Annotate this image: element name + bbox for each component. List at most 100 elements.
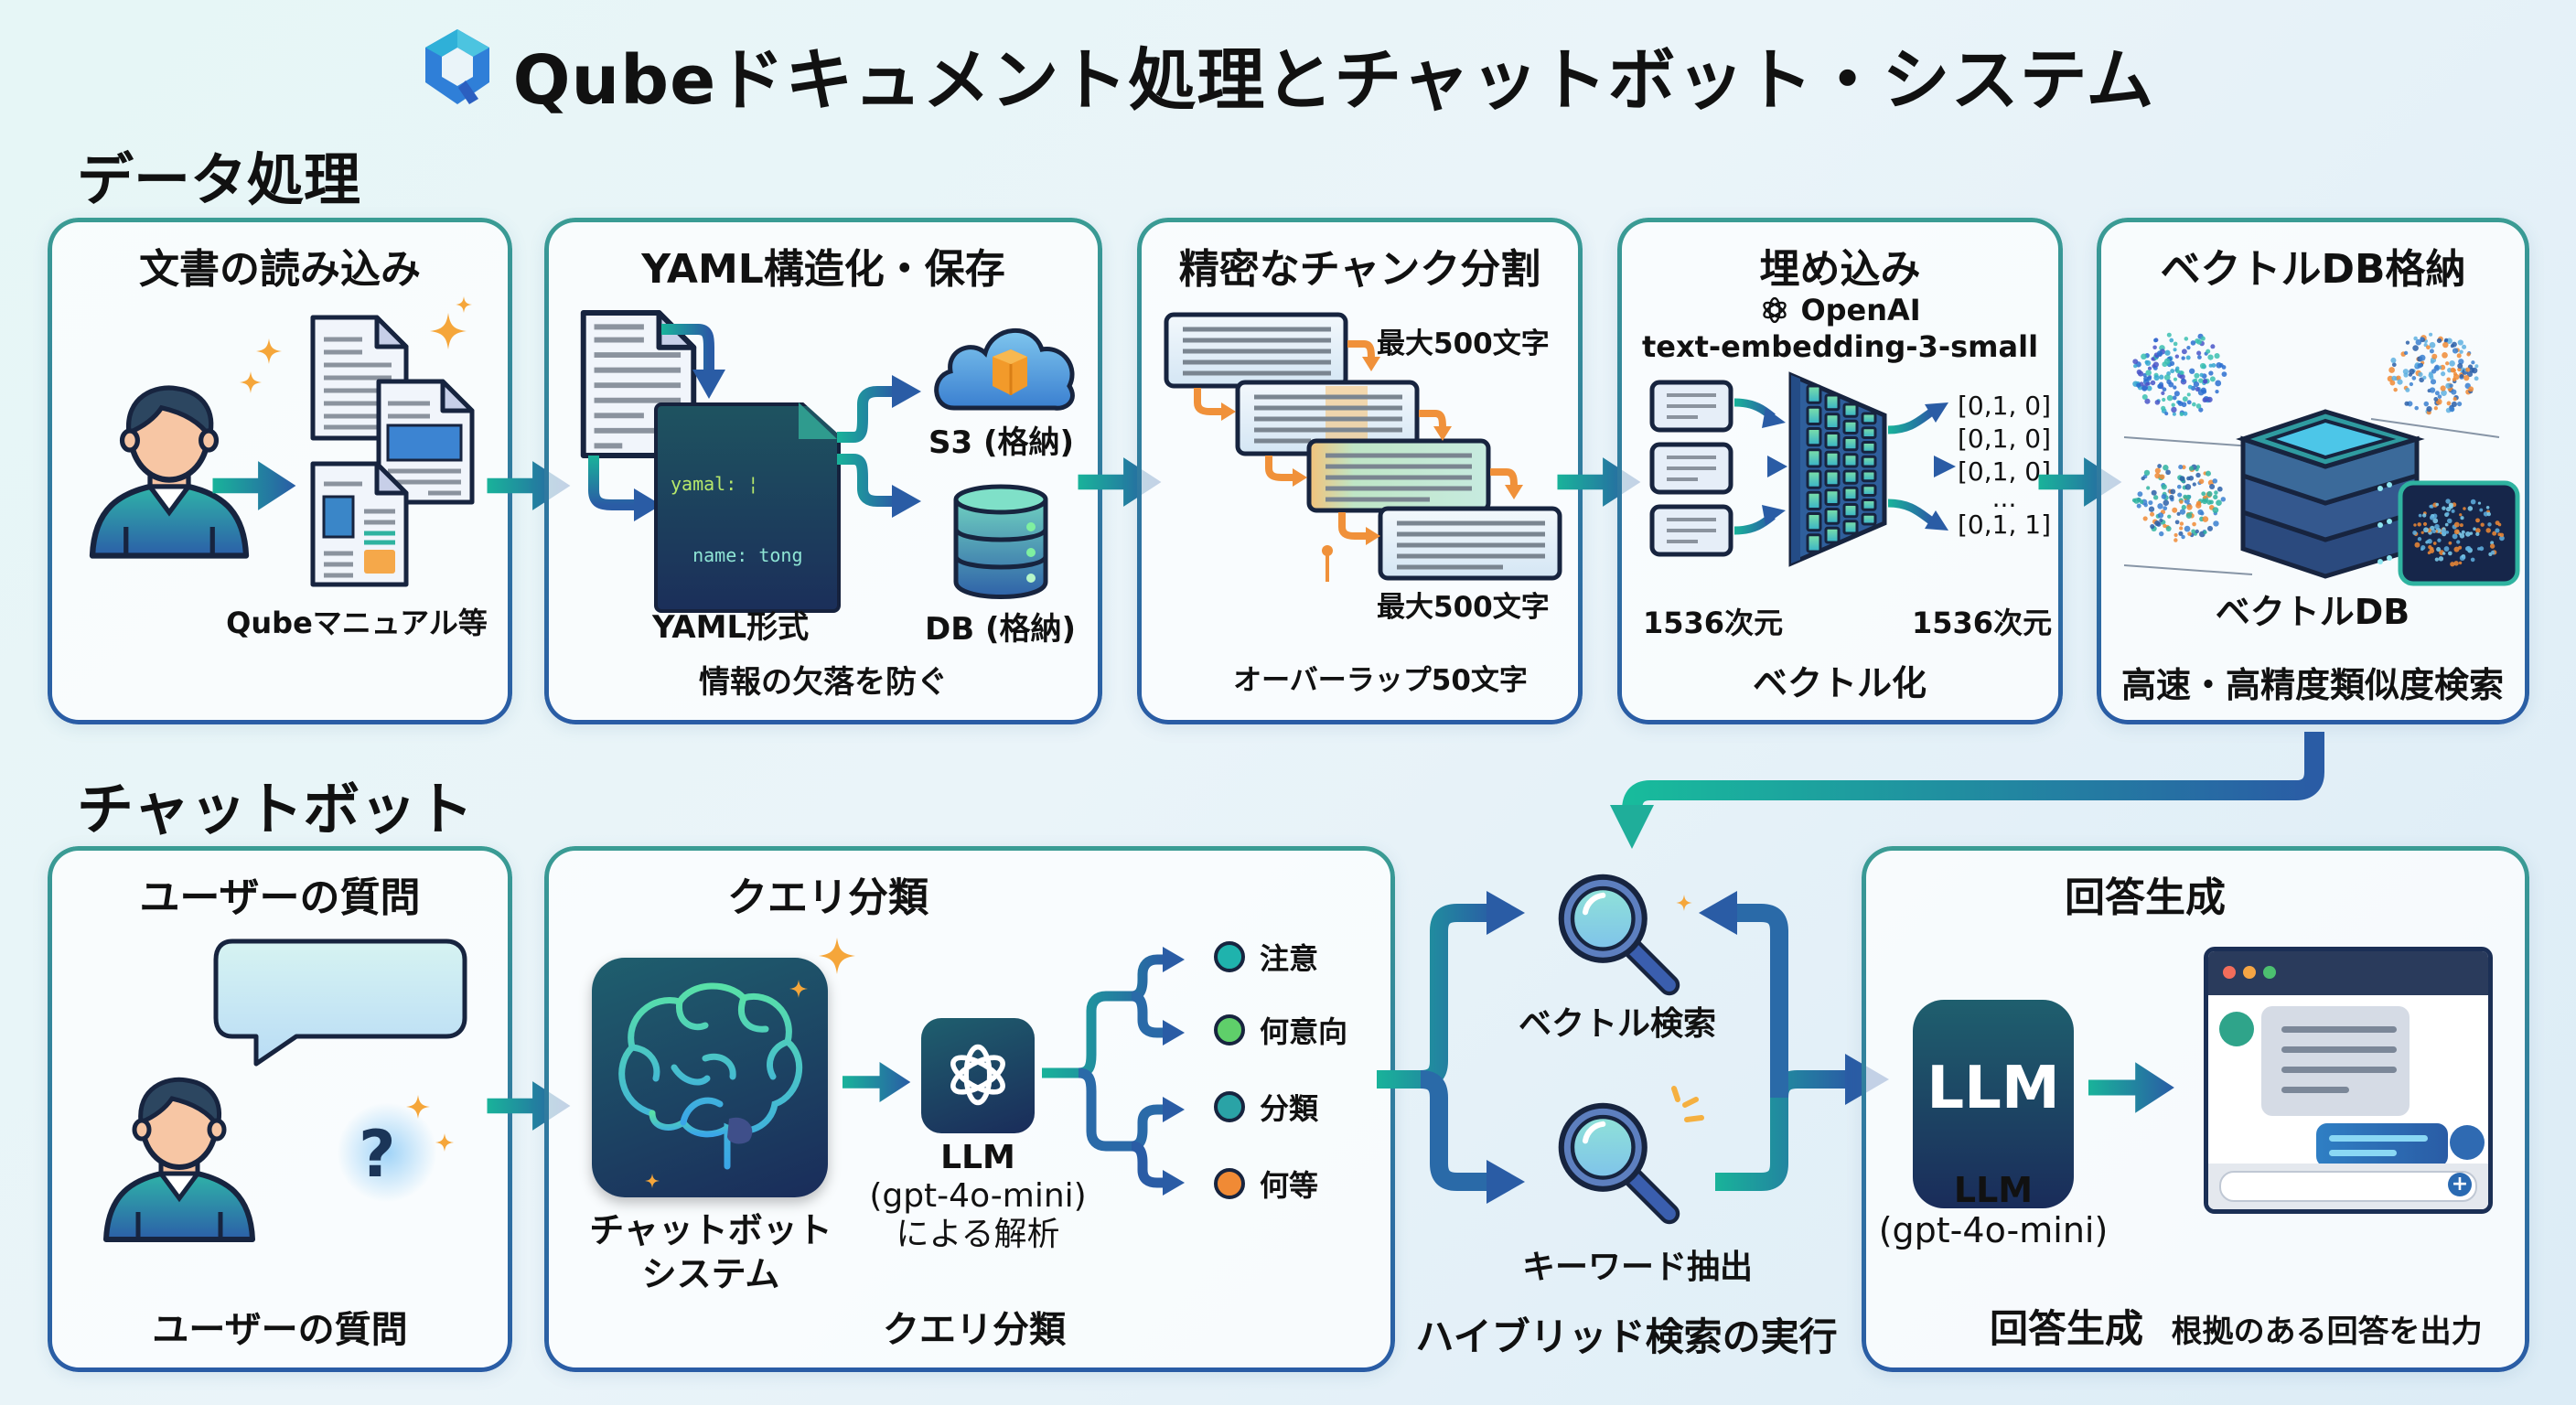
s3-label: S3 (格納) — [928, 424, 1075, 461]
classification-tree-arrows — [1042, 947, 1185, 1196]
scatter-point — [2391, 362, 2397, 368]
nn-cell — [1824, 469, 1841, 488]
scatter-point — [2156, 350, 2163, 357]
scatter-point — [2143, 376, 2149, 381]
scatter-point — [2170, 369, 2175, 374]
scatter-point — [2499, 535, 2505, 542]
scatter-point — [2157, 464, 2163, 468]
scatter-point — [2153, 374, 2160, 381]
scatter-point — [2459, 513, 2463, 517]
scatter-point — [2403, 372, 2409, 378]
scatter-point — [2437, 394, 2442, 399]
user-icon — [88, 1066, 271, 1249]
scatter-point — [2408, 372, 2413, 377]
scatter-point — [2490, 550, 2496, 555]
scatter-point — [2446, 401, 2452, 406]
scatter-point — [2166, 332, 2172, 338]
scatter-point — [2181, 402, 2187, 408]
scatter-point — [2164, 412, 2169, 416]
connector-arrow-icon — [1610, 732, 2324, 849]
sparkle-icon — [406, 1095, 430, 1119]
scatter-point — [2208, 370, 2214, 376]
user-avatar-icon — [2450, 1125, 2485, 1160]
sparkle-icon — [456, 296, 472, 313]
scatter-point — [2405, 387, 2410, 392]
scatter-point — [2429, 387, 2436, 393]
scatter-point — [2176, 511, 2181, 516]
scatter-point — [2456, 401, 2463, 407]
scatter-point — [2459, 349, 2463, 354]
scatter-point — [2145, 359, 2152, 367]
scatter-point — [2159, 518, 2163, 522]
orange-flow-arrows — [1194, 340, 1518, 540]
scatter-point — [2133, 364, 2138, 369]
page-title-text: Qubeドキュメント処理とチャットボット・システム — [512, 41, 2155, 120]
scatter-point — [2161, 494, 2167, 499]
scatter-point — [2157, 383, 2163, 390]
scatter-point — [2477, 547, 2481, 551]
scatter-point — [2444, 522, 2449, 527]
hybrid-search-arrows — [1377, 891, 1889, 1204]
scatter-point — [2171, 406, 2177, 413]
scatter-point — [2202, 499, 2208, 505]
scatter-point — [2460, 516, 2464, 520]
scatter-point — [2185, 512, 2193, 519]
scatter-point — [2390, 357, 2397, 363]
scatter-point — [2431, 353, 2438, 359]
scatter-point — [2445, 511, 2450, 516]
max-chars-label: 最大500文字 — [1377, 327, 1550, 360]
openai-icon — [1761, 296, 1789, 324]
scatter-plot-icon — [2123, 332, 2253, 447]
scatter-point — [2442, 552, 2446, 555]
scatter-point — [2205, 470, 2211, 477]
scatter-point — [2180, 370, 2184, 375]
llm-badge: LLM — [1913, 1000, 2074, 1208]
scatter-point — [2209, 483, 2216, 490]
scatter-point — [2442, 341, 2449, 349]
scatter-point — [2456, 353, 2462, 359]
section-data-processing: データ処理 — [77, 146, 361, 213]
scatter-point — [2429, 515, 2435, 520]
scatter-point — [2426, 405, 2432, 413]
scatter-point — [2220, 497, 2227, 502]
scatter-point — [2148, 506, 2155, 512]
server-stack-icon — [2236, 409, 2425, 579]
scatter-point — [2475, 528, 2481, 533]
nn-cell — [1861, 455, 1877, 468]
scatter-point — [2181, 504, 2186, 510]
scatter-point — [2475, 518, 2480, 523]
scatter-point — [2453, 373, 2460, 381]
scatter-point — [2170, 488, 2176, 495]
scatter-point — [2172, 507, 2178, 513]
scatter-point — [2477, 501, 2482, 505]
scatter-point — [2429, 332, 2433, 337]
scatter-point — [2184, 484, 2192, 490]
card-caption: ベクトル化 — [1752, 663, 1927, 703]
scatter-point — [2188, 475, 2195, 481]
card-title: クエリ分類 — [727, 874, 928, 921]
sparkle-icon — [789, 980, 808, 998]
scatter-point — [2448, 541, 2453, 545]
scatter-point — [2146, 486, 2151, 490]
scatter-point — [2449, 406, 2455, 413]
scatter-point — [2187, 531, 2192, 536]
scatter-point — [2430, 379, 2437, 385]
scatter-point — [2459, 373, 2464, 379]
scatter-point — [2136, 382, 2141, 388]
scatter-axis — [2123, 564, 2253, 575]
scatter-point — [2206, 499, 2212, 505]
chat-input[interactable] — [2219, 1171, 2477, 1202]
scatter-point — [2177, 400, 2182, 405]
nn-cell — [1824, 508, 1841, 525]
scatter-point — [2186, 345, 2191, 350]
scatter-point — [2203, 495, 2207, 499]
scatter-point — [2169, 494, 2174, 500]
vector-search-label: ベクトル検索 — [1518, 1005, 1717, 1043]
chatbot-system-label-line: チャットボット — [589, 1210, 832, 1250]
scatter-point — [2445, 382, 2452, 389]
scatter-point — [2186, 504, 2193, 510]
send-plus-icon[interactable]: + — [2448, 1173, 2472, 1196]
scatter-point — [2174, 532, 2178, 538]
llm-label: LLM — [940, 1139, 1015, 1176]
scatter-point — [2427, 551, 2431, 555]
